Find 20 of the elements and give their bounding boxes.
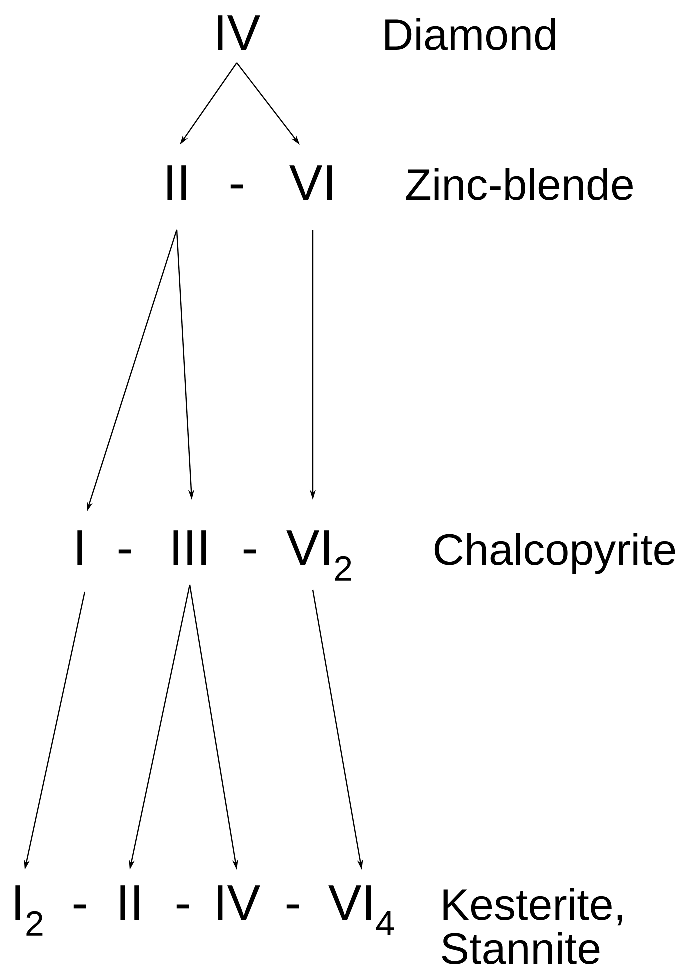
numeral-label: II xyxy=(168,166,186,200)
numeral-label: I$_{2}$ xyxy=(16,886,43,936)
dash: - xyxy=(118,550,132,554)
numeral-label: III xyxy=(174,530,206,565)
dash: - xyxy=(286,904,300,909)
dash: - xyxy=(244,550,256,554)
dash: - xyxy=(74,904,86,909)
structure-name: Diamond xyxy=(386,18,556,50)
numeral-label: VI xyxy=(290,166,332,200)
numeral-label: IV xyxy=(218,886,260,920)
structure-name: Chalcopyrite xyxy=(434,533,676,574)
numeral-label: I xyxy=(78,530,82,565)
dash: - xyxy=(176,904,190,909)
numeral-label: VI$_{4}$ xyxy=(328,886,394,936)
structure-name: Kesterite, Stannite xyxy=(442,888,622,964)
numeral-label: II xyxy=(120,886,140,920)
structure-name: Zinc-blende xyxy=(406,168,633,200)
numeral-label: IV xyxy=(218,16,260,50)
dash: - xyxy=(230,184,244,189)
numeral-label: VI$_{2}$ xyxy=(286,530,352,581)
